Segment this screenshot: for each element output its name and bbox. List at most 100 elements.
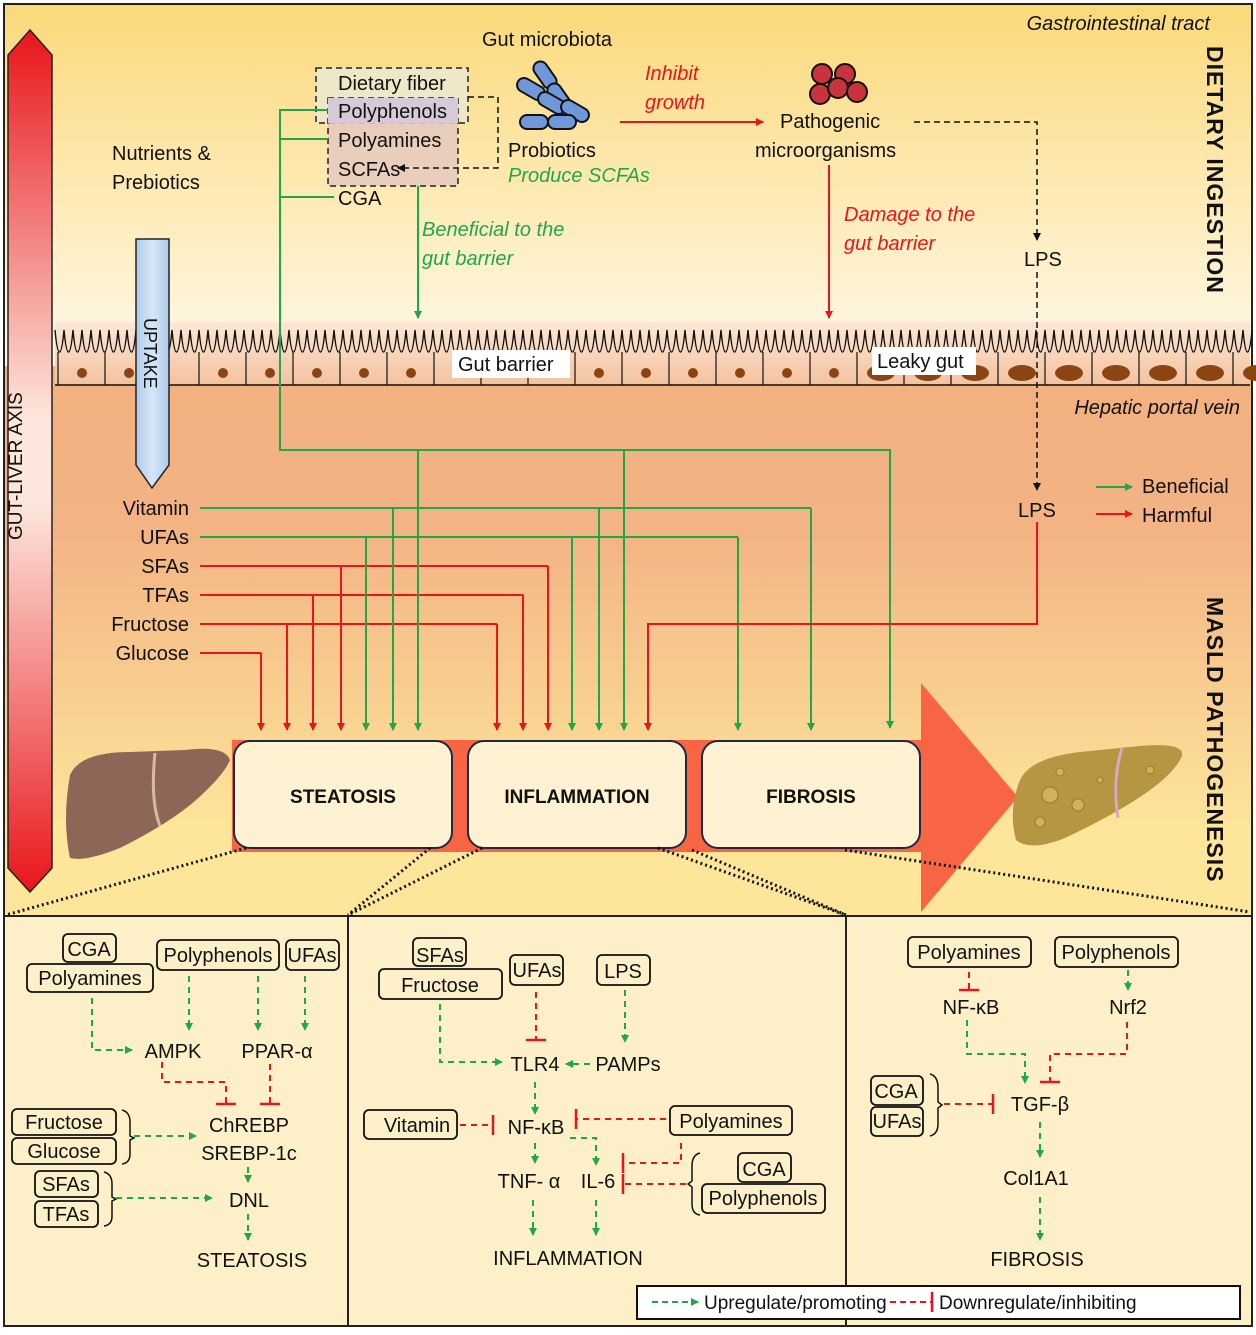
f-nrf2: Nrf2 bbox=[1109, 997, 1147, 1019]
product-cga: CGA bbox=[338, 188, 382, 210]
s-fructose: Fructose bbox=[25, 1112, 103, 1134]
i-sfas-box bbox=[412, 937, 467, 967]
s-ufas-box bbox=[285, 939, 340, 971]
cell-nucleus bbox=[312, 368, 322, 378]
leaky-gut-label-bg bbox=[872, 347, 976, 375]
s-ufas: UFAs bbox=[288, 945, 337, 967]
i-pamps: PAMPs bbox=[595, 1054, 660, 1076]
damage-barrier-label-1: Damage to the bbox=[844, 204, 975, 226]
s-glucose-box bbox=[11, 1137, 117, 1165]
epithelium-cells-bg bbox=[55, 322, 1250, 384]
f-fibrosis-outcome: FIBROSIS bbox=[990, 1249, 1083, 1271]
gut-liver-axis-label: GUT-LIVER AXIS bbox=[6, 392, 27, 540]
figure-border bbox=[3, 3, 1253, 1327]
f-polyamines: Polyamines bbox=[917, 942, 1020, 964]
f-cga-box bbox=[870, 1075, 924, 1106]
s-polyamines-box bbox=[26, 963, 154, 993]
i-il-6: IL-6 bbox=[581, 1171, 615, 1193]
f-ufas-box bbox=[870, 1106, 924, 1137]
fatty-fibrotic-liver-icon bbox=[1012, 745, 1183, 846]
s-steatosis-outcome: STEATOSIS bbox=[197, 1250, 307, 1272]
gut-barrier-label: Gut barrier bbox=[458, 354, 554, 376]
i-tlr4: TLR4 bbox=[511, 1054, 560, 1076]
pathogen-icon bbox=[809, 63, 868, 105]
i-fructose-tlr4-edge bbox=[439, 1004, 503, 1066]
produce-scfas-label: Produce SCFAs bbox=[508, 165, 650, 187]
f-bracket-cga-ufas bbox=[929, 1073, 944, 1137]
i-inflammation-outcome: INFLAMMATION bbox=[493, 1248, 643, 1270]
nutrient-vitamin: Vitamin bbox=[123, 498, 189, 520]
bottom-legend bbox=[636, 1285, 1241, 1320]
leaky-gut-label: Leaky gut bbox=[877, 351, 964, 373]
s-ppar-alpha: PPAR-α bbox=[241, 1041, 312, 1063]
cell-nucleus bbox=[406, 368, 416, 378]
inhibit-growth-label-1: Inhibit bbox=[645, 63, 700, 85]
s-polyamines-ampk-edge bbox=[91, 998, 133, 1054]
legend-upregulate-label: Upregulate/promoting bbox=[704, 1293, 887, 1314]
f-nrf2-tgfb-inhibit-edge bbox=[1040, 1022, 1128, 1084]
s-fructose-box bbox=[11, 1108, 117, 1136]
product-scfas: SCFAs bbox=[338, 159, 400, 181]
hepatic-portal-vein-label: Hepatic portal vein bbox=[1074, 397, 1240, 419]
cell-nucleus bbox=[594, 368, 604, 378]
cell-nucleus bbox=[1102, 365, 1130, 381]
f-col1a1: Col1A1 bbox=[1003, 1168, 1069, 1190]
f-polyamines-box bbox=[907, 936, 1032, 968]
f-polyphenols: Polyphenols bbox=[1062, 942, 1171, 964]
cell-nucleus bbox=[829, 368, 839, 378]
pathogenic-label-1: Pathogenic bbox=[780, 111, 880, 133]
nutrient-routing-lines bbox=[200, 450, 1038, 731]
cell-nucleus bbox=[1243, 365, 1256, 381]
cell-nucleus bbox=[1196, 365, 1224, 381]
i-ufas: UFAs bbox=[513, 960, 562, 982]
i-polyamines-il6-inhibit-edge bbox=[621, 1143, 682, 1173]
product-dietary-fiber: Dietary fiber bbox=[338, 73, 446, 95]
nutrient-fructose: Fructose bbox=[111, 614, 189, 636]
fibrosis-mechanism-panel: Polyamines Polyphenols NF-κB Nrf2 CGA UF… bbox=[870, 936, 1179, 1271]
s-polyphenols-box bbox=[156, 939, 280, 971]
cell-nucleus bbox=[782, 368, 792, 378]
damage-barrier-label-2: gut barrier bbox=[844, 233, 936, 255]
uptake-arrow bbox=[135, 238, 170, 490]
stage-inflammation-label: INFLAMMATION bbox=[504, 787, 649, 808]
polyphenols-highlight bbox=[328, 98, 458, 123]
steatosis-mechanism-panel: CGA Polyamines Polyphenols UFAs AMPK PPA… bbox=[11, 933, 340, 1272]
product-polyphenols: Polyphenols bbox=[338, 101, 447, 123]
probiotics-icon bbox=[516, 60, 590, 130]
f-tgf-beta: TGF-β bbox=[1011, 1094, 1069, 1116]
cell-nucleus bbox=[77, 368, 87, 378]
product-polyamines: Polyamines bbox=[338, 130, 441, 152]
cell-nucleus bbox=[1055, 365, 1083, 381]
gi-tract-region bbox=[4, 4, 1252, 366]
healthy-liver-icon bbox=[66, 748, 230, 859]
cell-nucleus bbox=[1149, 365, 1177, 381]
f-nfkb-tgfb-edge bbox=[966, 1020, 1029, 1084]
s-cga: CGA bbox=[67, 939, 111, 961]
lps-top-label: LPS bbox=[1024, 249, 1062, 271]
inflammation-mechanism-panel: SFAs Fructose UFAs LPS TLR4 PAMPs Vitami… bbox=[363, 937, 826, 1270]
cell-nucleus bbox=[359, 368, 369, 378]
f-ufas: UFAs bbox=[873, 1111, 922, 1133]
cell-nucleus bbox=[1008, 365, 1036, 381]
i-nfkb-il6-edge bbox=[570, 1137, 600, 1166]
i-bracket-cga-polyphenols bbox=[686, 1152, 701, 1216]
i-cga-box bbox=[737, 1152, 792, 1183]
s-chrebp: ChREBP bbox=[209, 1115, 289, 1137]
f-nf-kb: NF-κB bbox=[943, 997, 1000, 1019]
s-polyamines: Polyamines bbox=[38, 968, 141, 990]
legend-beneficial-label: Beneficial bbox=[1142, 476, 1229, 498]
nutrients-prebiotics-label-1: Nutrients & bbox=[112, 143, 212, 165]
i-polyamines-box bbox=[669, 1105, 793, 1136]
nutrient-tfas: TFAs bbox=[142, 585, 189, 607]
s-bracket-sugars bbox=[121, 1109, 136, 1165]
cell-nucleus bbox=[641, 368, 651, 378]
i-vitamin: Vitamin bbox=[384, 1115, 450, 1137]
s-sfas-box bbox=[34, 1170, 99, 1198]
legend-harmful-label: Harmful bbox=[1142, 505, 1212, 527]
pathogen-lps-arrow bbox=[914, 121, 1041, 241]
gut-microbiota-title: Gut microbiota bbox=[482, 29, 613, 51]
i-lps: LPS bbox=[604, 961, 642, 983]
f-polyphenols-box bbox=[1054, 936, 1179, 968]
s-polyphenols: Polyphenols bbox=[164, 945, 273, 967]
